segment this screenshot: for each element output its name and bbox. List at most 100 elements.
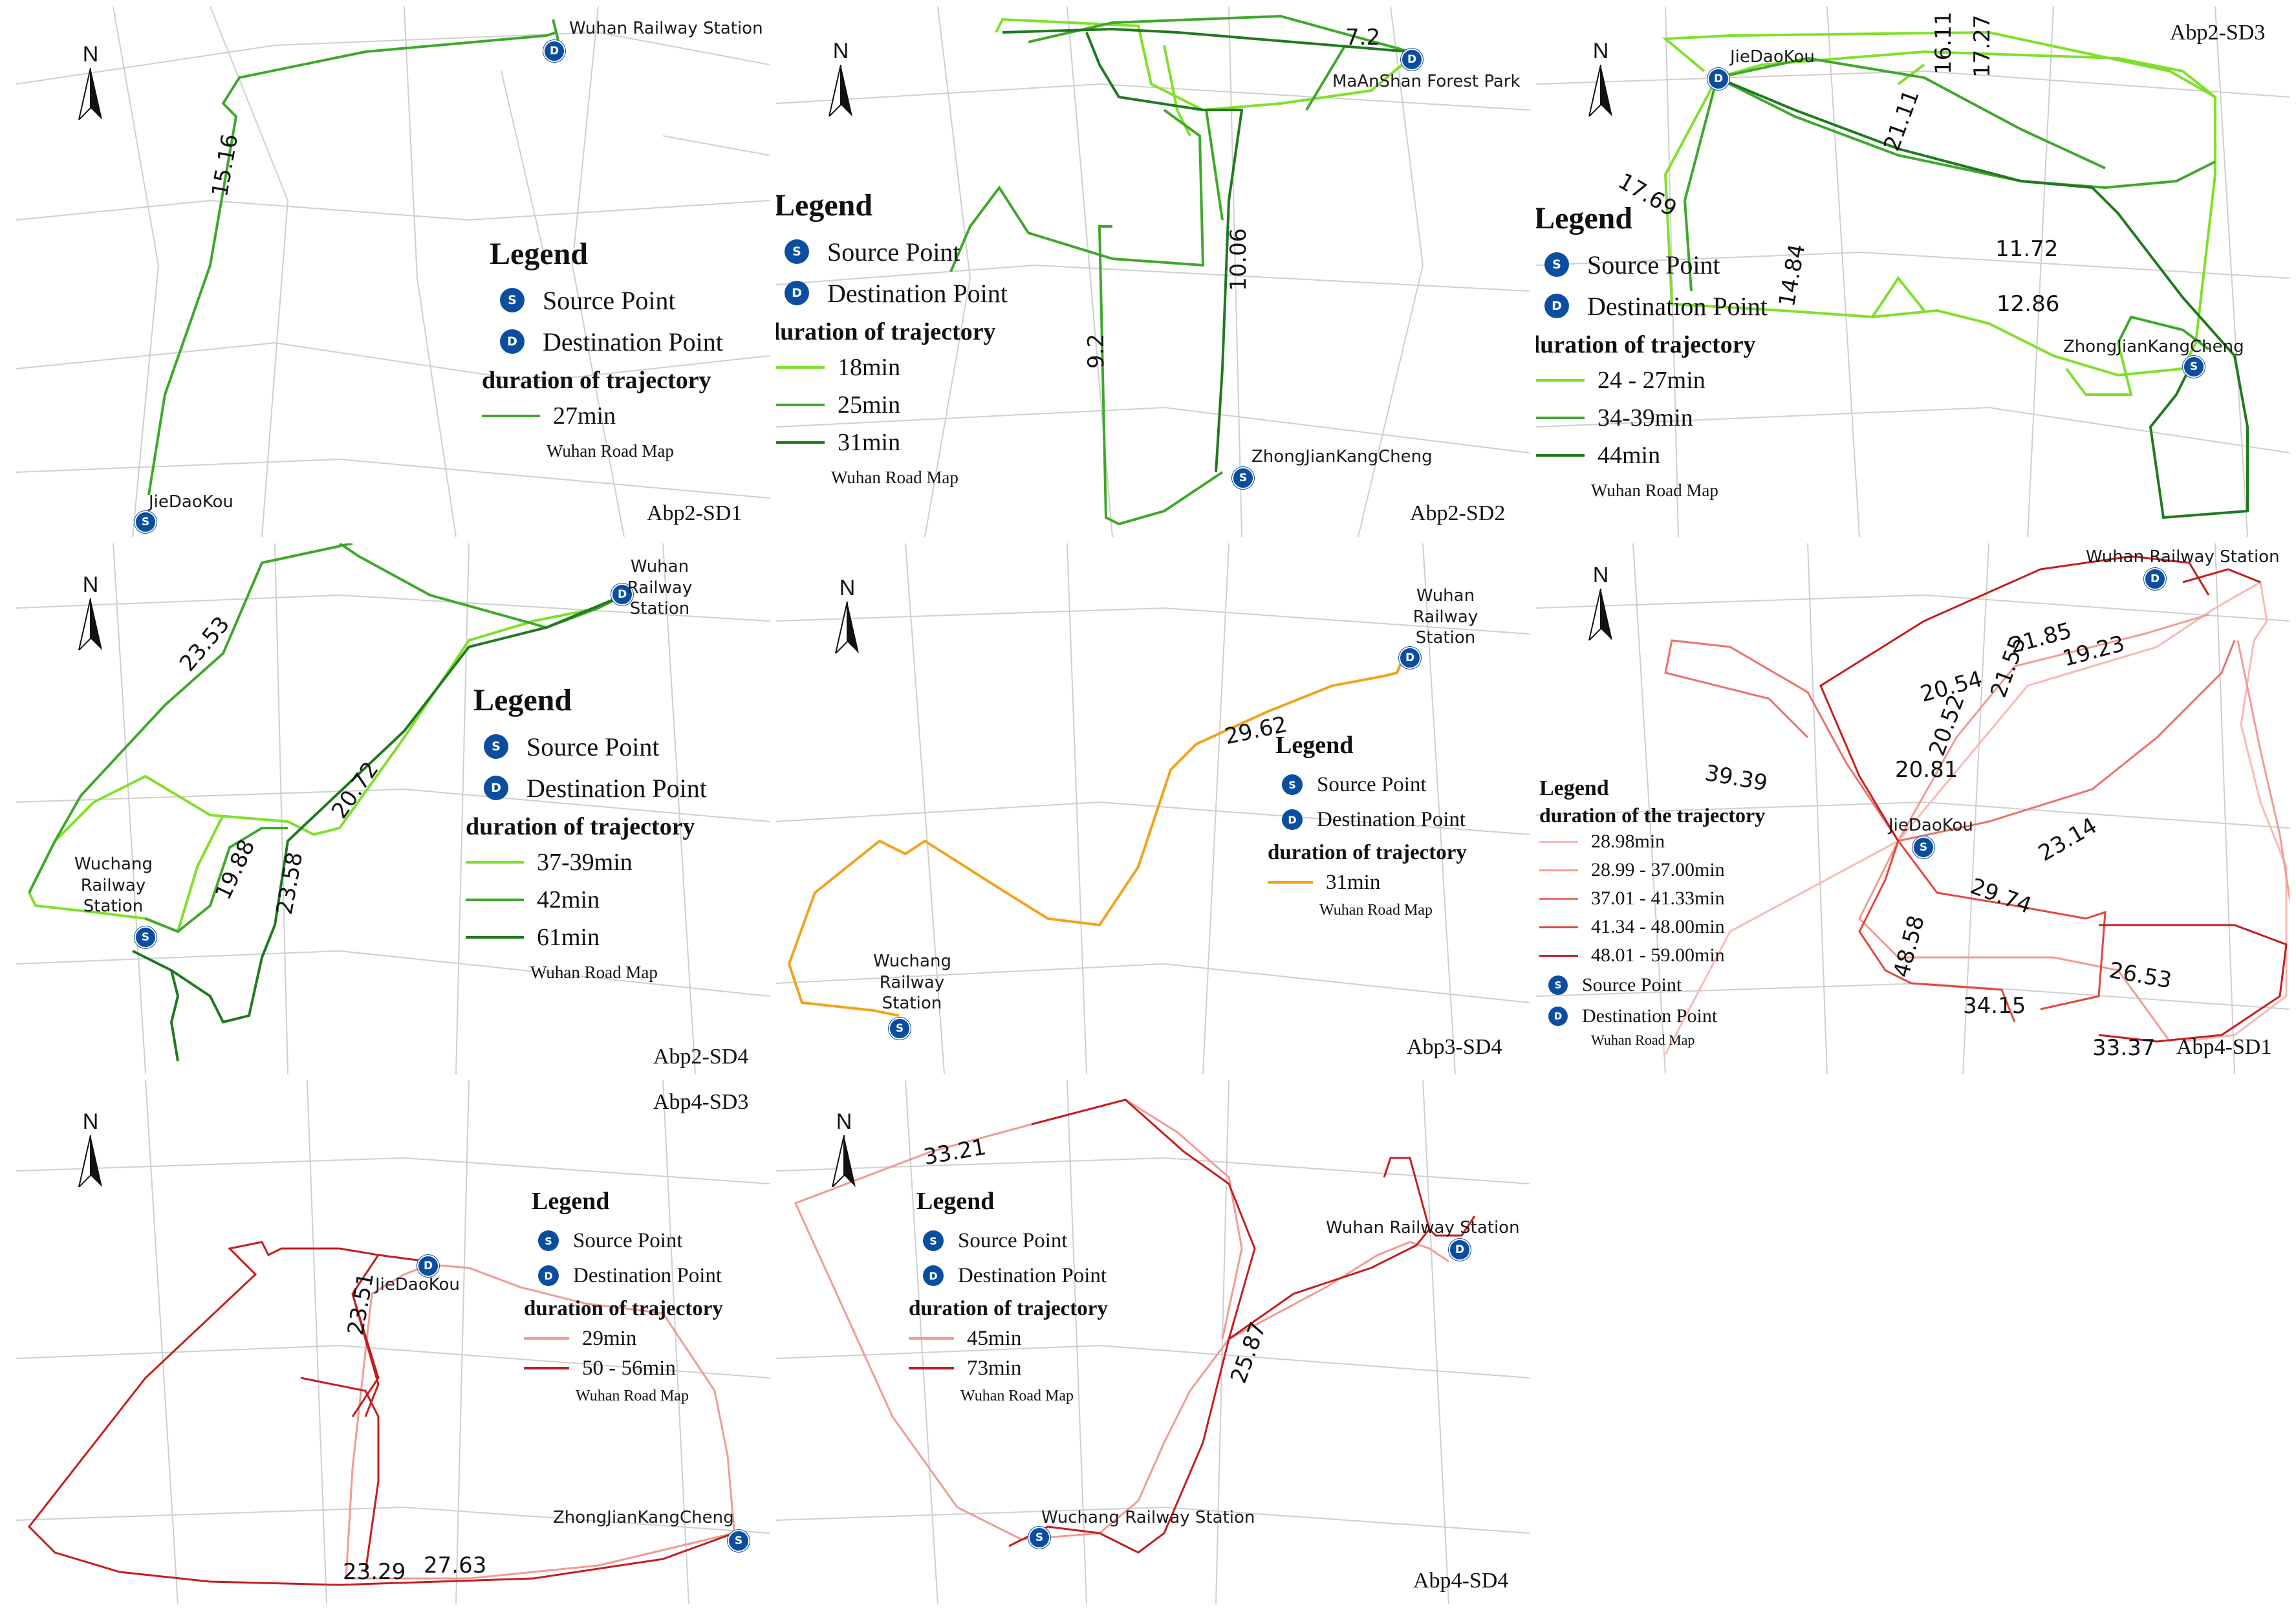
legend-title: Legend bbox=[1275, 732, 1354, 759]
source-point-icon: S bbox=[500, 288, 525, 312]
source-point-icon[interactable]: S bbox=[728, 1530, 750, 1552]
source-point-icon[interactable]: S bbox=[1028, 1527, 1050, 1549]
panel-label: Abp2-SD4 bbox=[653, 1045, 749, 1069]
source-point-icon[interactable]: S bbox=[135, 511, 157, 533]
legend-road-map: Wuhan Road Map bbox=[831, 467, 958, 487]
trajectory-24-27min bbox=[1662, 30, 2216, 396]
north-arrow-icon: N bbox=[821, 1109, 867, 1187]
trajectory-50-56min bbox=[28, 1241, 735, 1586]
destination-point-icon[interactable]: D bbox=[1399, 647, 1421, 669]
map-panel-abp3-sd4: N D Wuhan Railway Station S Wuchang Rail… bbox=[776, 543, 1530, 1074]
source-point-icon: S bbox=[538, 1230, 559, 1251]
north-arrow-icon: N bbox=[825, 576, 870, 653]
legend-item: 50 - 56min bbox=[524, 1353, 723, 1383]
legend-item: 34-39min bbox=[1536, 399, 1768, 437]
destination-label: JieDaoKou bbox=[1730, 47, 1815, 67]
legend-title: Legend bbox=[473, 683, 572, 717]
destination-label: Wuhan Railway Station bbox=[627, 557, 693, 618]
road-network bbox=[776, 543, 1530, 1074]
destination-label: Wuhan Railway Station bbox=[569, 19, 763, 38]
duration-label: 10.06 bbox=[1226, 228, 1251, 291]
source-label: ZhongJianKangCheng bbox=[2063, 337, 2244, 356]
source-point-icon[interactable]: S bbox=[1232, 467, 1254, 489]
road-network bbox=[1536, 543, 2290, 1074]
legend-item: 29min bbox=[524, 1324, 723, 1353]
destination-point-icon: D bbox=[538, 1265, 559, 1286]
source-point-icon: S bbox=[1548, 976, 1568, 995]
trajectory-31min bbox=[787, 652, 1411, 1017]
trajectory-24-27min bbox=[1663, 50, 2216, 377]
legend-item: 44min bbox=[1536, 437, 1768, 474]
map-panel-abp4-sd1: N D Wuhan Railway Station S JieDaoKou 21… bbox=[1536, 543, 2290, 1074]
destination-point-icon[interactable]: D bbox=[611, 583, 633, 605]
destination-label: Wuhan Railway Station bbox=[2086, 547, 2280, 567]
trajectory-25min bbox=[1028, 14, 1411, 111]
source-label: ZhongJianKangCheng bbox=[553, 1508, 734, 1527]
destination-label: Wuhan Railway Station bbox=[1326, 1218, 1520, 1238]
duration-label: 7.2 bbox=[1345, 25, 1381, 50]
source-point-icon[interactable]: S bbox=[135, 926, 157, 948]
road-network bbox=[16, 543, 770, 1074]
source-point-icon[interactable]: S bbox=[1912, 836, 1934, 858]
map-panel-abp2-sd1: N D Wuhan Railway Station S JieDaoKou 15… bbox=[16, 6, 770, 537]
north-arrow-icon: N bbox=[68, 42, 113, 120]
legend-item: 18min bbox=[776, 349, 1008, 386]
legend-title: Legend bbox=[916, 1188, 995, 1215]
north-arrow-icon: N bbox=[1578, 39, 1623, 116]
map-panel-abp4-sd4: N D Wuhan Railway Station S Wuchang Rail… bbox=[776, 1080, 1530, 1604]
destination-point-icon: D bbox=[484, 776, 508, 800]
legend-road-map: Wuhan Road Map bbox=[576, 1387, 689, 1404]
road-network bbox=[1536, 6, 2290, 537]
road-network bbox=[776, 1080, 1530, 1604]
source-point-icon[interactable]: S bbox=[889, 1018, 911, 1040]
legend-item: 28.98min bbox=[1539, 827, 1765, 856]
trajectory-34-39min bbox=[1683, 77, 2210, 351]
destination-point-icon[interactable]: D bbox=[1449, 1239, 1471, 1261]
legend-item: 25min bbox=[776, 386, 1008, 424]
duration-label: 17.27 bbox=[1969, 14, 1995, 78]
legend-road-map: Wuhan Road Map bbox=[960, 1387, 1074, 1404]
legend-duration-title: duration of trajectory bbox=[482, 367, 711, 394]
legend-duration-title: duration of trajectory bbox=[1536, 331, 1756, 358]
destination-point-icon[interactable]: D bbox=[1707, 68, 1729, 90]
destination-point-icon[interactable]: D bbox=[1401, 49, 1423, 71]
trajectory-34-39min bbox=[1717, 56, 2216, 190]
destination-point-icon[interactable]: D bbox=[417, 1255, 439, 1277]
source-point-icon[interactable]: S bbox=[2183, 356, 2205, 378]
legend-item: 61min bbox=[466, 919, 707, 956]
source-point-icon: S bbox=[923, 1230, 944, 1251]
map-panel-abp2-sd2: N D MaAnShan Forest Park S ZhongJianKang… bbox=[776, 6, 1530, 537]
destination-point-icon[interactable]: D bbox=[543, 40, 565, 62]
trajectory-73min bbox=[1008, 1098, 1476, 1554]
legend-item: 27min bbox=[482, 397, 723, 435]
legend-duration-title: duration of trajectory bbox=[909, 1297, 1108, 1320]
legend-road-map: Wuhan Road Map bbox=[1591, 1032, 1695, 1048]
legend-item: 31min bbox=[776, 424, 1008, 461]
legend-item: 41.34 - 48.00min bbox=[1539, 913, 1765, 941]
source-point-icon: S bbox=[785, 239, 809, 264]
destination-point-icon: D bbox=[1544, 294, 1569, 318]
destination-point-icon: D bbox=[500, 329, 525, 354]
duration-label: 9.2 bbox=[1083, 333, 1109, 369]
legend-item: 48.01 - 59.00min bbox=[1539, 941, 1765, 970]
legend-road-map: Wuhan Road Map bbox=[1591, 480, 1718, 500]
trajectory-48.01-59.00min bbox=[1819, 555, 2288, 1043]
duration-label: 33.37 bbox=[2092, 1035, 2156, 1061]
trajectory-31min bbox=[1098, 225, 1224, 526]
trajectory-25min bbox=[949, 109, 1224, 272]
trajectory-37.01-41.33min bbox=[1664, 639, 2236, 842]
legend-road-map: Wuhan Road Map bbox=[530, 962, 658, 982]
destination-point-icon[interactable]: D bbox=[2144, 568, 2166, 590]
duration-label: 20.81 bbox=[1895, 757, 1958, 783]
panel-label: Abp4-SD1 bbox=[2176, 1035, 2272, 1059]
